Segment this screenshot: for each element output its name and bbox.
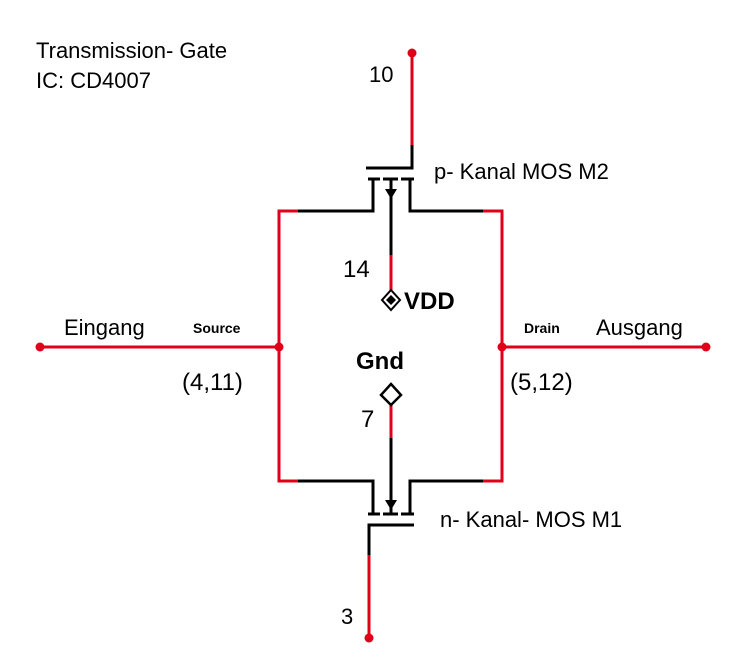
source-pins-label: (4,11) <box>182 369 243 396</box>
pin-3-label: 3 <box>341 604 353 629</box>
node-input <box>35 342 45 352</box>
pin-10-label: 10 <box>369 62 393 87</box>
node-output <box>701 342 711 352</box>
vdd-label: VDD <box>404 288 455 315</box>
pmos-arrow <box>385 189 397 199</box>
wiring <box>40 53 706 638</box>
drain-pins-label: (5,12) <box>510 369 573 396</box>
source-label: Source <box>193 320 241 336</box>
vdd-symbol <box>380 288 402 312</box>
drain-label: Drain <box>524 320 560 336</box>
pin-7-label: 7 <box>361 406 374 433</box>
nmos-label: n- Kanal- MOS M1 <box>440 507 622 532</box>
nmos-arrow <box>385 500 397 510</box>
node-gate-bottom <box>364 633 374 643</box>
output-label: Ausgang <box>596 315 683 340</box>
pmos-label: p- Kanal MOS M2 <box>434 159 609 184</box>
ic-label: IC: CD4007 <box>36 68 151 93</box>
node-drain <box>497 342 507 352</box>
node-source <box>274 342 284 352</box>
input-label: Eingang <box>64 315 145 340</box>
pmos-transistor <box>298 145 483 255</box>
pin-14-label: 14 <box>343 256 370 283</box>
nmos-transistor <box>298 438 483 555</box>
node-gate-top <box>407 48 417 58</box>
gnd-symbol <box>379 382 403 407</box>
pmos-gate-lead <box>366 145 414 170</box>
nmos-gate-lead <box>367 523 414 555</box>
diagram-title: Transmission- Gate <box>36 38 227 63</box>
gnd-label: Gnd <box>356 348 404 375</box>
